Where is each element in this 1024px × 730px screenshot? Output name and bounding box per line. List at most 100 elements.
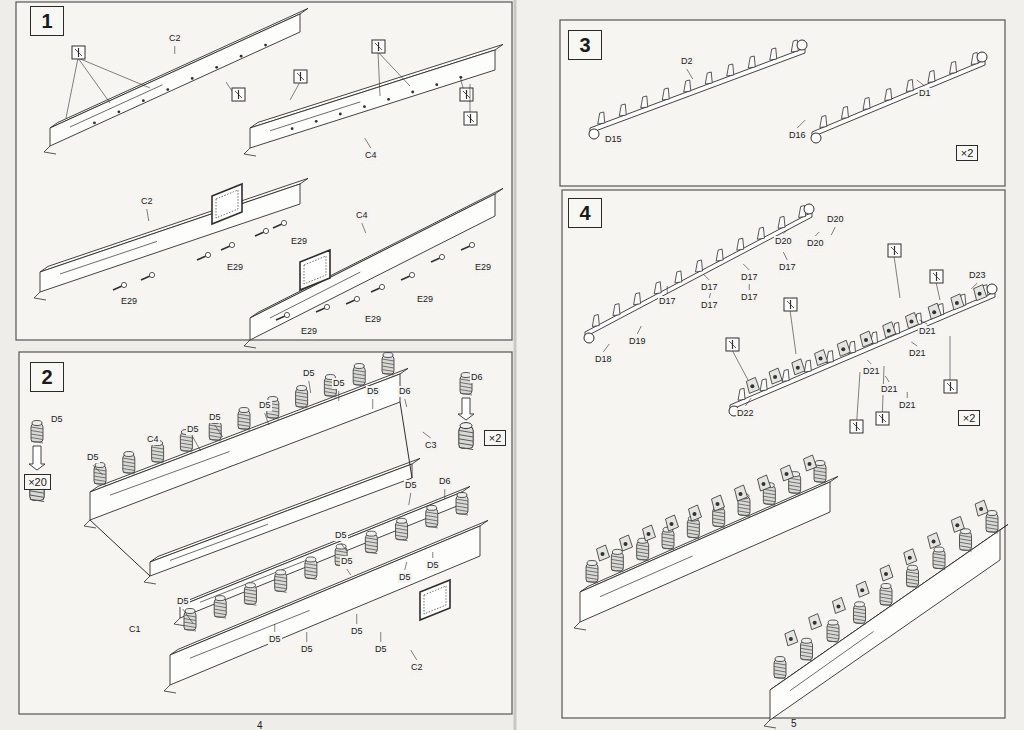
road-arm — [735, 485, 748, 501]
leader-line — [907, 392, 908, 398]
part-number: C4 — [364, 150, 378, 161]
part-number: D5 — [86, 452, 100, 463]
suspension-spring — [238, 408, 250, 431]
part-number: D5 — [258, 400, 272, 411]
mount-hole — [291, 127, 294, 130]
part-number: E29 — [416, 294, 434, 305]
box-text: ×2 — [961, 147, 974, 159]
bolt-part — [401, 272, 415, 280]
part-number: E29 — [226, 262, 244, 273]
page-fold — [514, 0, 517, 730]
road-arm — [758, 475, 771, 491]
leader-line — [372, 399, 373, 409]
mount-hole — [435, 83, 438, 86]
suspension-spring — [31, 421, 43, 444]
leader-line — [411, 650, 417, 660]
suspension-spring — [880, 584, 892, 607]
bolt-part — [316, 304, 330, 312]
part-number: D5 — [268, 634, 282, 645]
part-number: D6 — [438, 476, 452, 487]
leader-line — [743, 264, 749, 270]
leader-line — [603, 344, 609, 352]
leader-line — [409, 493, 411, 505]
hatch-frame — [300, 250, 330, 290]
part-number: C2 — [168, 33, 182, 44]
part-number: D5 — [426, 560, 440, 571]
box-text: ×20 — [28, 476, 47, 488]
hatch-frame — [212, 184, 242, 224]
part-number: D17 — [700, 300, 719, 311]
suspension-spring — [459, 423, 473, 450]
part-number: D17 — [740, 272, 759, 283]
part-number: D5 — [302, 368, 316, 379]
bracket-rail — [811, 52, 987, 143]
suspension-spring — [907, 565, 919, 588]
step-panel — [19, 352, 512, 714]
drill-icon — [944, 336, 957, 393]
leader-line — [749, 284, 750, 290]
part-number: D5 — [176, 596, 190, 607]
road-arm — [643, 525, 656, 541]
leader-line — [380, 632, 381, 642]
mount-hole — [339, 113, 342, 116]
road-arm — [856, 581, 869, 597]
part-number: E29 — [300, 326, 318, 337]
part-number: D20 — [774, 236, 793, 247]
step-panel — [560, 20, 1005, 186]
mount-hole — [264, 44, 267, 47]
frame-part — [84, 368, 408, 528]
suspension-spring — [854, 602, 866, 625]
step-number-box: 1 — [30, 6, 64, 36]
part-number: D23 — [968, 270, 987, 281]
part-number: D5 — [334, 530, 348, 541]
part-number: C2 — [140, 196, 154, 207]
leader-line — [306, 632, 307, 642]
step-number-box: 4 — [568, 198, 602, 228]
mount-hole — [191, 77, 194, 80]
bolt-part — [113, 282, 127, 290]
suspension-spring — [586, 561, 598, 584]
frame-part — [174, 486, 470, 626]
leader-line — [193, 437, 201, 451]
road-arm — [860, 331, 873, 347]
drill-icon — [888, 244, 901, 298]
suspension-spring — [801, 638, 813, 661]
part-number: D18 — [594, 354, 613, 365]
part-number: D5 — [366, 386, 380, 397]
part-number: D5 — [398, 572, 412, 583]
bolt-part — [371, 284, 385, 292]
bolt-part — [346, 296, 360, 304]
bolt-part — [197, 252, 211, 260]
part-number: D5 — [374, 644, 388, 655]
part-number: D21 — [908, 348, 927, 359]
box-text: 1 — [41, 10, 52, 33]
drill-icon — [464, 84, 477, 125]
part-number: C2 — [410, 662, 424, 673]
part-number: D5 — [350, 626, 364, 637]
part-number: D5 — [340, 556, 354, 567]
road-arm — [689, 505, 702, 521]
part-number: E29 — [364, 314, 382, 325]
suspension-spring — [275, 570, 287, 593]
part-number: D5 — [50, 414, 64, 425]
bolt-part — [141, 272, 155, 280]
part-number: D19 — [628, 336, 647, 347]
leader-line — [347, 569, 351, 575]
road-arm — [928, 533, 941, 549]
frame-part — [764, 524, 1008, 728]
bracket-rail — [584, 204, 814, 343]
part-number: C1 — [128, 624, 142, 635]
bolt-part — [461, 242, 475, 250]
leader-line — [309, 381, 311, 393]
drill-icon — [930, 270, 943, 300]
leader-line — [432, 552, 433, 558]
leader-line — [174, 46, 175, 54]
mount-hole — [363, 105, 366, 108]
part-number: D22 — [736, 408, 755, 419]
road-arm — [792, 359, 805, 375]
frame-part — [574, 476, 838, 630]
suspension-spring — [94, 463, 106, 486]
box-text: ×2 — [489, 432, 502, 444]
